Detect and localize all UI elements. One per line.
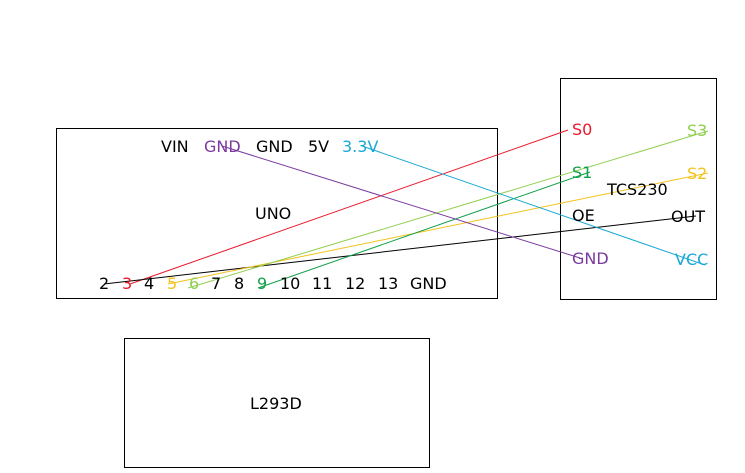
wire-uno5-s2 (167, 172, 709, 285)
uno-pin-11: 11 (312, 274, 333, 293)
uno-pin-12: 12 (345, 274, 366, 293)
uno-pin-vin: VIN (161, 137, 189, 156)
uno-pin-gnd-3: GND (410, 274, 447, 293)
uno-pin-3v3: 3.3V (342, 137, 379, 156)
tcs230-pin-oe: OE (572, 206, 595, 225)
uno-pin-5: 5 (167, 274, 178, 293)
wire-uno33v-vcc (361, 145, 706, 266)
uno-pin-9: 9 (257, 274, 268, 293)
tcs230-pin-vcc: VCC (675, 250, 709, 269)
tcs230-pin-out: OUT (671, 207, 706, 226)
l293d-title: L293D (250, 394, 302, 413)
tcs230-title: TCS230 (607, 180, 668, 199)
tcs230-module (560, 78, 717, 300)
uno-pin-gnd-1: GND (204, 137, 241, 156)
wire-unognd-gnd (221, 145, 581, 259)
uno-pin-2: 2 (99, 274, 110, 293)
tcs230-pin-gnd: GND (572, 249, 609, 268)
uno-pin-6: 6 (189, 274, 200, 293)
uno-pin-8: 8 (234, 274, 245, 293)
uno-pin-3: 3 (122, 274, 133, 293)
tcs230-pin-s2: S2 (687, 164, 708, 183)
wire-uno3-s0 (129, 129, 569, 285)
uno-board (56, 128, 498, 299)
uno-pin-13: 13 (378, 274, 399, 293)
tcs230-pin-s1: S1 (572, 163, 593, 182)
uno-pin-gnd-2: GND (256, 137, 293, 156)
tcs230-pin-s3: S3 (687, 121, 708, 140)
uno-pin-10: 10 (280, 274, 301, 293)
tcs230-pin-s0: S0 (572, 120, 593, 139)
l293d-module (124, 338, 430, 468)
wire-uno6-s3 (187, 130, 709, 289)
uno-pin-4: 4 (144, 274, 155, 293)
uno-title: UNO (255, 204, 292, 223)
uno-pin-5v: 5V (308, 137, 330, 156)
uno-pin-7: 7 (211, 274, 222, 293)
wire-uno9-s1 (257, 171, 591, 289)
